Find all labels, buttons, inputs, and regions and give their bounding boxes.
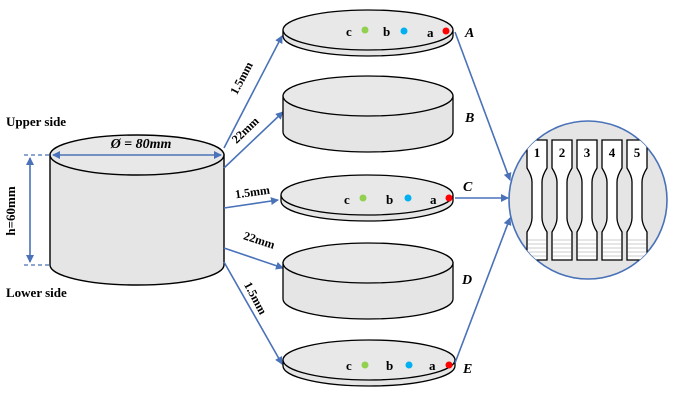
slice-D — [282, 242, 454, 320]
arrow-to-C — [223, 197, 279, 209]
slice-C-label: C — [463, 180, 473, 195]
slice-E-point-c-label: c — [346, 358, 352, 373]
slice-C — [280, 174, 454, 222]
diameter-label: Ø = 80mm — [110, 137, 172, 152]
upper-side-label: Upper side — [6, 114, 66, 129]
specimen-3-label: 3 — [584, 145, 591, 160]
slice-A-point-c-label: c — [346, 24, 352, 39]
slice-C-point-a — [445, 194, 453, 202]
specimen-3 — [576, 139, 598, 261]
slice-C-point-a-label: a — [430, 192, 437, 207]
slice-A-label: A — [464, 26, 474, 41]
specimen-5-label: 5 — [634, 145, 641, 160]
arrow-to-A — [223, 35, 283, 149]
cut-label-B: 22mm — [229, 114, 262, 146]
cut-label-D: 22mm — [242, 229, 277, 252]
slice-E-point-c — [361, 361, 369, 369]
specimen-4-label: 4 — [609, 145, 616, 160]
slice-C-point-c — [359, 194, 367, 202]
slice-C-point-b — [404, 194, 412, 202]
slice-C-point-b-label: b — [386, 192, 393, 207]
slice-E-point-b-label: b — [386, 358, 393, 373]
slice-A-point-c — [361, 26, 369, 34]
slice-E — [282, 339, 456, 387]
height-label: h=60mm — [3, 186, 18, 235]
slice-B — [282, 75, 454, 153]
cut-label-C: 1.5mm — [234, 183, 271, 202]
slice-E-label: E — [462, 362, 472, 377]
slice-A-point-a-label: a — [427, 25, 434, 40]
specimen-4 — [601, 139, 623, 261]
arrow-A-to-specimens — [454, 31, 512, 181]
cut-label-A: 1.5mm — [227, 59, 256, 96]
slice-A-point-b — [400, 27, 408, 35]
main-cylinder — [49, 134, 225, 286]
slice-D-label: D — [461, 273, 472, 288]
specimen-2 — [551, 139, 573, 261]
slice-A-point-a — [442, 27, 450, 35]
arrow-to-E — [223, 261, 283, 365]
lower-side-label: Lower side — [6, 285, 67, 300]
arrow-to-B — [223, 111, 284, 169]
specimen-2-label: 2 — [559, 145, 566, 160]
slice-E-point-a — [445, 361, 453, 369]
slice-E-point-a-label: a — [429, 358, 436, 373]
specimen-1-label: 1 — [534, 145, 541, 160]
slice-C-point-c-label: c — [344, 192, 350, 207]
slice-E-point-b — [405, 361, 413, 369]
slice-B-label: B — [464, 111, 474, 126]
arrow-E-to-specimens — [454, 217, 512, 364]
specimen-1 — [526, 139, 548, 261]
arrow-to-D — [223, 247, 284, 270]
slice-A-point-b-label: b — [383, 24, 390, 39]
